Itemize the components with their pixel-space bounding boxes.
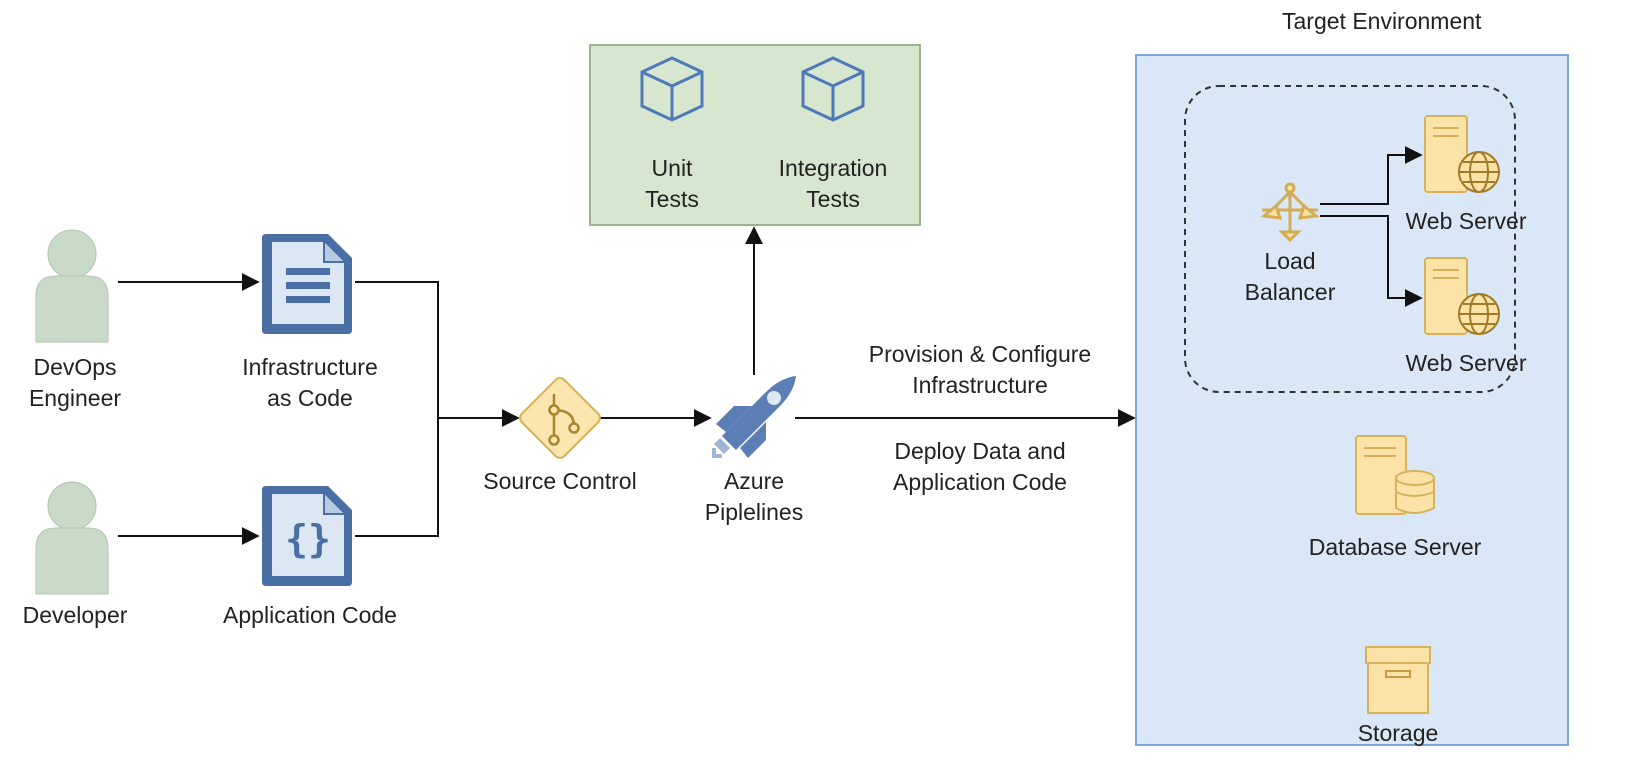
application-code-label: Application Code	[223, 602, 397, 628]
code-file-icon: {}	[262, 486, 352, 586]
connectors	[118, 146, 1423, 545]
document-icon	[262, 234, 352, 334]
lb-to-webserver2-arrow	[1320, 215, 1423, 307]
storage-label: Storage	[1357, 720, 1439, 746]
web-server-label: Web Server	[1405, 208, 1527, 234]
target-environment-title: Target Environment	[1282, 8, 1482, 34]
person-icon	[35, 481, 109, 595]
appcode-to-merge-line	[355, 418, 439, 537]
cube-icon	[640, 56, 704, 122]
lb-to-webserver1-arrow	[1320, 146, 1423, 205]
rocket-icon	[712, 376, 796, 458]
web-server-icon	[1424, 257, 1500, 335]
source-control-label: Source Control	[483, 468, 637, 494]
load-balancer-icon	[1260, 182, 1320, 243]
iac-to-merge-line	[355, 281, 439, 418]
web-server-label: Web Server	[1405, 350, 1527, 376]
storage-icon	[1365, 646, 1431, 714]
web-tier-group	[1184, 85, 1516, 393]
developer-label: Developer	[22, 602, 128, 628]
person-icon	[35, 229, 109, 343]
git-icon	[519, 377, 601, 459]
database-server-icon	[1355, 435, 1435, 515]
svg-text:{}: {}	[285, 517, 331, 561]
database-server-label: Database Server	[1308, 534, 1482, 560]
target-environment-box	[1135, 54, 1569, 746]
cube-icon	[801, 56, 865, 122]
web-server-icon	[1424, 115, 1500, 193]
